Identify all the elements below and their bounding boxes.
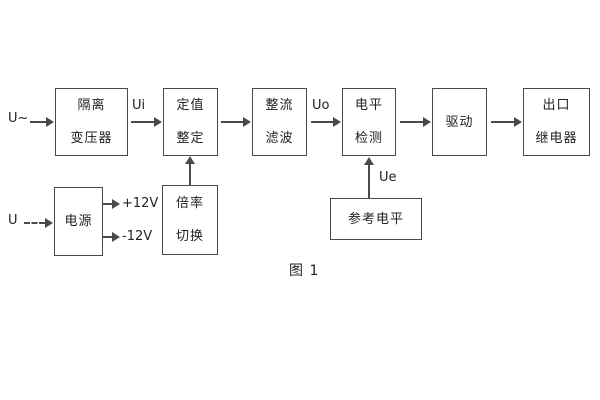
label-signal-uo: Uo bbox=[312, 98, 330, 113]
block-value-setting: 定值 整定 bbox=[163, 88, 218, 156]
arrow-ac-input bbox=[30, 117, 54, 127]
arrow-dc-input bbox=[24, 218, 53, 228]
arrow-ratio-to-setting bbox=[185, 156, 195, 185]
block-reference-level: 参考电平 bbox=[330, 198, 422, 240]
arrow-negative-rail bbox=[103, 232, 120, 242]
label-ac-input: U~ bbox=[8, 111, 29, 126]
arrow-transformer-to-setting bbox=[131, 117, 162, 127]
label-signal-ue: Ue bbox=[379, 170, 397, 185]
arrow-detector-to-driver bbox=[400, 117, 431, 127]
arrow-positive-rail bbox=[103, 199, 120, 209]
arrow-driver-to-relay bbox=[491, 117, 522, 127]
label-rail-plus12v: +12V bbox=[122, 196, 159, 211]
block-level-detection: 电平 检测 bbox=[342, 88, 396, 156]
arrow-rectifier-to-detector bbox=[311, 117, 341, 127]
block-isolation-transformer: 隔离 变压器 bbox=[55, 88, 128, 156]
arrow-setting-to-rectifier bbox=[221, 117, 251, 127]
arrow-reference-to-detector bbox=[364, 157, 374, 198]
block-output-relay: 出口 继电器 bbox=[523, 88, 590, 156]
block-power-supply: 电源 bbox=[54, 187, 103, 256]
block-rectifier-filter: 整流 滤波 bbox=[252, 88, 307, 156]
label-rail-minus12v: -12V bbox=[122, 229, 153, 244]
block-driver: 驱动 bbox=[432, 88, 487, 156]
figure-caption: 图 1 bbox=[289, 263, 320, 279]
label-signal-ui: Ui bbox=[132, 98, 146, 113]
label-dc-input: U bbox=[8, 213, 18, 228]
block-ratio-switch: 倍率 切换 bbox=[162, 185, 218, 255]
